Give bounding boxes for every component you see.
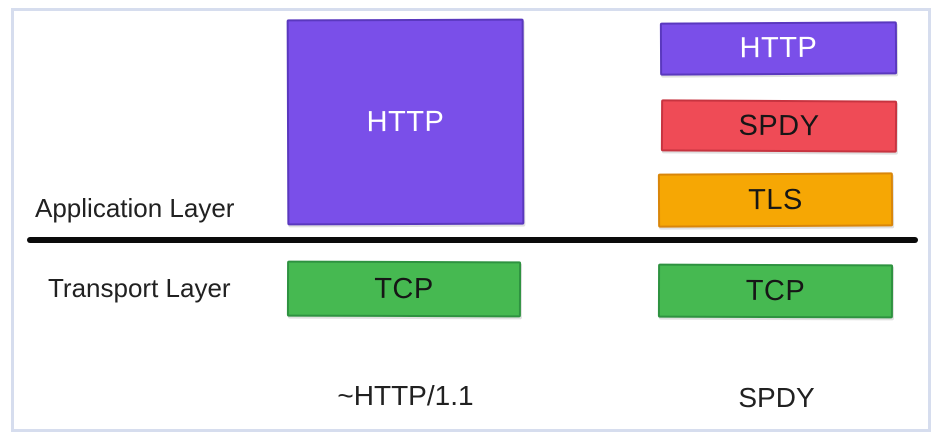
box-label: TCP xyxy=(374,272,434,305)
spdy-stack-tcp-box: TCP xyxy=(657,263,894,319)
box-label: HTTP xyxy=(739,31,818,65)
spdy-stack-caption: SPDY xyxy=(738,382,815,413)
http1-stack-caption: ~HTTP/1.1 xyxy=(337,380,474,411)
application-layer-label: Application Layer xyxy=(35,193,235,223)
box-label: TCP xyxy=(745,274,806,307)
box-label: TLS xyxy=(748,183,803,216)
spdy-stack-http-box: HTTP xyxy=(659,21,898,76)
http1-stack-http-box: HTTP xyxy=(286,18,525,226)
box-label: SPDY xyxy=(738,109,820,142)
box-label: HTTP xyxy=(366,105,445,138)
spdy-stack-tls-box: TLS xyxy=(657,172,894,228)
spdy-stack-spdy-box: SPDY xyxy=(660,99,898,153)
layer-divider-line xyxy=(27,237,918,243)
http1-stack-tcp-box: TCP xyxy=(286,260,522,318)
transport-layer-label: Transport Layer xyxy=(48,273,231,303)
